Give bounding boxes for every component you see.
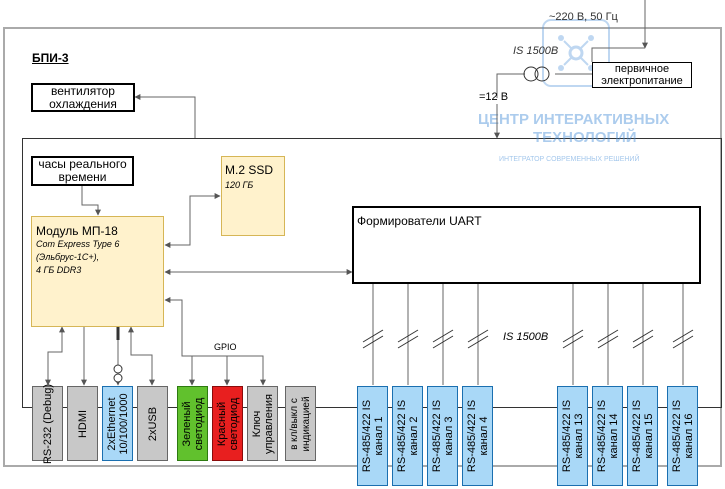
port-rs232-debug: RS-232 (Debug) [32, 383, 63, 464]
ac-supply-label: ~220 В, 50 Гц [549, 11, 618, 23]
device-label: БПИ-3 [32, 51, 69, 65]
watermark-line2: ТЕХНОЛОГИЙ [533, 129, 637, 146]
primary-power-box: первичное электропитание [592, 62, 692, 88]
isolation-label-power: IS 1500B [513, 45, 559, 57]
rtc-box: часы реального времени [31, 156, 134, 186]
cooling-fan-box: вентилятор охлаждения [31, 83, 135, 112]
gpio-label: GPIO [214, 342, 237, 352]
watermark-tagline: ИНТЕГРАТОР СОВРЕМЕННЫХ РЕШЕНИЙ [499, 156, 640, 163]
watermark-line1: ЦЕНТР ИНТЕРАКТИВНЫХ [478, 111, 670, 128]
port-usb: 2xUSB [137, 386, 168, 461]
transformer-icon [523, 66, 550, 82]
dc-voltage-label: =12 В [479, 91, 509, 103]
port-hdmi: HDMI [67, 386, 98, 461]
isolation-label-uart: IS 1500B [503, 331, 549, 343]
ethernet-transformer-icon [113, 364, 123, 383]
uart-drivers-box: Формирователи UART [352, 206, 701, 284]
ssd-box: M.2 SSD 120 ГБ [221, 156, 285, 236]
cpu-module-box: Модуль МП-18 Com Express Type 6 (Эльбрус… [31, 216, 164, 327]
